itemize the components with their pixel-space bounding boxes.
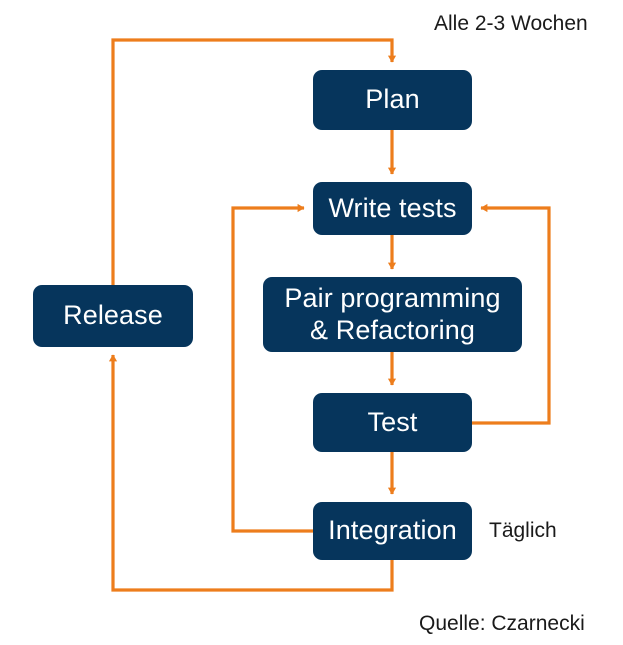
connector-test-to-write-tests xyxy=(472,203,551,425)
node-integration-label: Integration xyxy=(328,515,457,546)
node-pair-programming-label: Pair programming & Refactoring xyxy=(284,283,500,347)
annotation-cadence-iteration: Alle 2-3 Wochen xyxy=(434,12,588,35)
node-pair-programming[interactable]: Pair programming & Refactoring xyxy=(263,277,522,352)
connector-integration-to-write-tests xyxy=(231,203,313,533)
annotation-cadence-daily: Täglich xyxy=(489,519,557,542)
node-write-tests-label: Write tests xyxy=(328,192,457,223)
node-plan[interactable]: Plan xyxy=(313,70,472,130)
connector-integration-to-release xyxy=(108,354,394,592)
node-pair-programming-label-line1: Pair programming xyxy=(284,282,501,313)
node-test[interactable]: Test xyxy=(313,393,472,452)
node-test-label: Test xyxy=(367,406,418,437)
annotation-source: Quelle: Czarnecki xyxy=(419,612,585,635)
node-plan-label: Plan xyxy=(365,84,420,115)
node-release[interactable]: Release xyxy=(33,285,193,347)
node-integration[interactable]: Integration xyxy=(313,502,472,560)
node-write-tests[interactable]: Write tests xyxy=(313,182,472,235)
node-release-label: Release xyxy=(63,300,163,331)
node-pair-programming-label-line2: & Refactoring xyxy=(310,314,475,345)
connector-release-to-plan xyxy=(111,38,397,285)
